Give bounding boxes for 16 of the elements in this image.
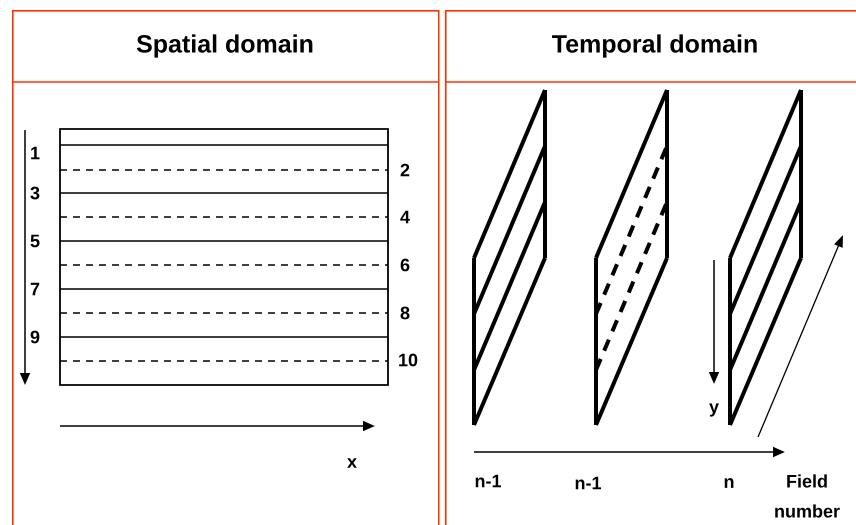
line-number: 1 — [31, 146, 40, 160]
axis-label: x — [347, 458, 357, 468]
line-number: 7 — [30, 282, 40, 296]
axis-label: Field number — [775, 474, 840, 518]
line-number: 9 — [30, 330, 40, 344]
line-number: 10 — [399, 354, 418, 366]
line-number: 5 — [30, 234, 40, 248]
field-label: n-1 — [576, 476, 602, 490]
line-number: 8 — [400, 306, 410, 320]
field-label: n-1 — [476, 474, 502, 488]
line-number: 4 — [400, 210, 410, 224]
field-label: n — [724, 478, 734, 488]
line-number: 3 — [30, 186, 40, 200]
line-number: 6 — [400, 258, 410, 272]
line-number: 2 — [400, 164, 410, 176]
axis-label: y — [709, 403, 719, 417]
